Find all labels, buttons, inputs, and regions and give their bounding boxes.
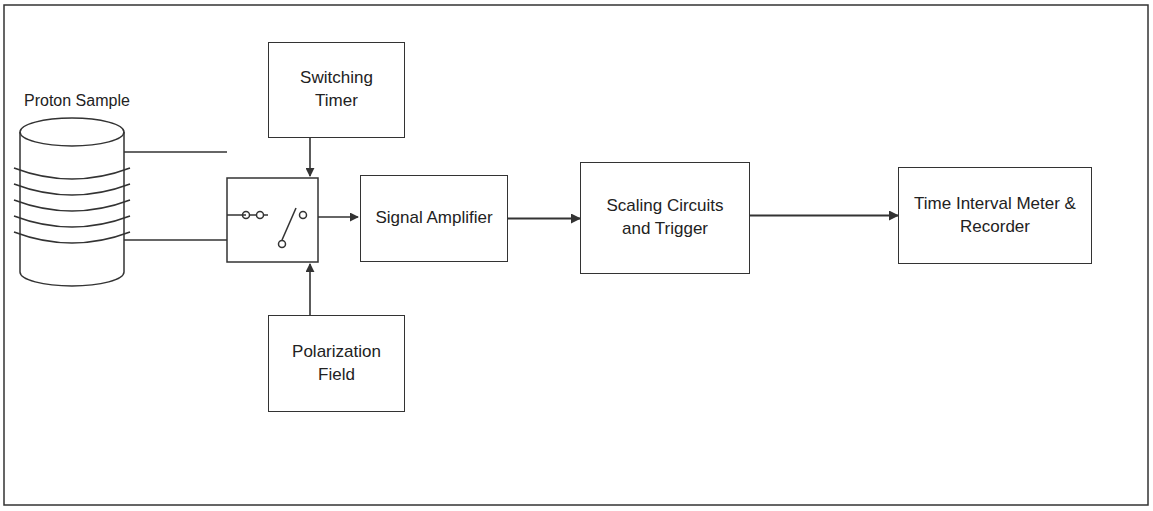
timer-arrow <box>309 138 311 176</box>
signal-arrow <box>508 217 580 219</box>
process-box: Switching Timer <box>268 42 405 138</box>
frame <box>4 5 1148 505</box>
coil-winding <box>14 232 130 243</box>
polarization-arrow <box>309 264 311 315</box>
coil-winding <box>14 168 130 179</box>
process-box: Time Interval Meter & Recorder <box>898 167 1092 264</box>
signal-arrow <box>750 214 898 216</box>
process-box: Polarization Field <box>268 315 405 412</box>
proton-sample-coil <box>14 118 227 286</box>
switch-symbol <box>227 178 318 262</box>
process-box: Scaling Circuits and Trigger <box>580 162 750 274</box>
coil-winding <box>14 200 130 211</box>
signal-arrow <box>318 216 358 218</box>
box-label: Scaling Circuits and Trigger <box>581 189 749 247</box>
box-label: Switching Timer <box>269 61 404 119</box>
box-label: Signal Amplifier <box>365 201 502 236</box>
coil-winding <box>14 216 130 227</box>
box-label: Time Interval Meter & Recorder <box>899 187 1091 245</box>
part-label: Proton Sample <box>24 92 130 110</box>
box-label: Polarization Field <box>269 335 404 393</box>
process-box: Signal Amplifier <box>360 175 508 262</box>
coil-winding <box>14 184 130 195</box>
